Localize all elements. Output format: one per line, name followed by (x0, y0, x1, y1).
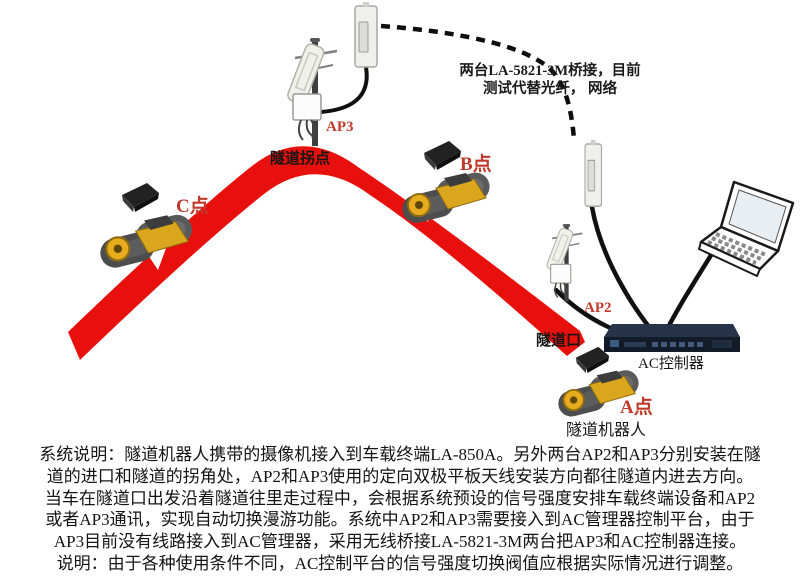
bridge-note: 两台LA-5821-3M桥接，目前 测试代替光纤， 网络 (425, 63, 675, 98)
camera-c-icon (122, 183, 159, 212)
ap2-antenna-icon (544, 223, 584, 303)
bridge-note-line1: 两台LA-5821-3M桥接，目前 (459, 63, 641, 79)
bridge-note-line2: 测试代替光纤， 网络 (482, 80, 618, 97)
description-line: 系统说明：隧道机器人携带的摄像机接入到车载终端LA-850A。另外两台AP2和A… (39, 445, 761, 464)
wireless-bridge-dashed-link (380, 23, 577, 141)
camera-b-icon (424, 141, 461, 170)
system-description: 系统说明：隧道机器人携带的摄像机接入到车载终端LA-850A。另外两台AP2和A… (0, 444, 800, 575)
description-line: 当车在隧道口出发沿着隧道往里走过程中，会根据系统预设的信号强度安排车载终端设备和… (44, 488, 756, 508)
tunnel-corner-label: 隧道拐点 (270, 151, 331, 167)
point-b-label: B点 (460, 154, 492, 175)
cable-bridge-mid-to-ac (589, 204, 662, 342)
point-c-label: C点 (176, 196, 209, 217)
robot-b-icon (398, 168, 494, 227)
description-line: 或者AP3通讯，实现自动切换漫游功能。系统中AP2和AP3需要接入到AC管理器控… (45, 510, 755, 530)
laptop-icon (698, 180, 795, 277)
point-a-label: A点 (620, 397, 653, 418)
ap2-label: AP2 (584, 300, 612, 316)
tunnel-entrance-label: 隧道口 (536, 333, 582, 349)
ac-controller-label: AC控制器 (638, 356, 704, 372)
tunnel-band (68, 146, 585, 360)
description-line: 道的进口和隧道的拐角处，AP2和AP3使用的定向双极平板天线安装方向都往隧道内进… (46, 466, 754, 486)
description-line: 说明：由于各种使用条件不同，AC控制平台的信号强度切换阀值应根据实际情况进行调整… (56, 553, 744, 573)
tunnel-robot-label: 隧道机器人 (566, 422, 647, 439)
ac-controller-icon (604, 324, 740, 352)
cable-bridge-top-to-ap3 (319, 60, 369, 114)
description-line: AP3目前没有线路接入到AC管理器，采用无线桥接LA-5821-3M两台把AP3… (53, 532, 747, 552)
ap3-label: AP3 (326, 119, 354, 135)
bridge-antenna-top-icon (354, 1, 378, 68)
bridge-antenna-mid-icon (584, 139, 603, 207)
